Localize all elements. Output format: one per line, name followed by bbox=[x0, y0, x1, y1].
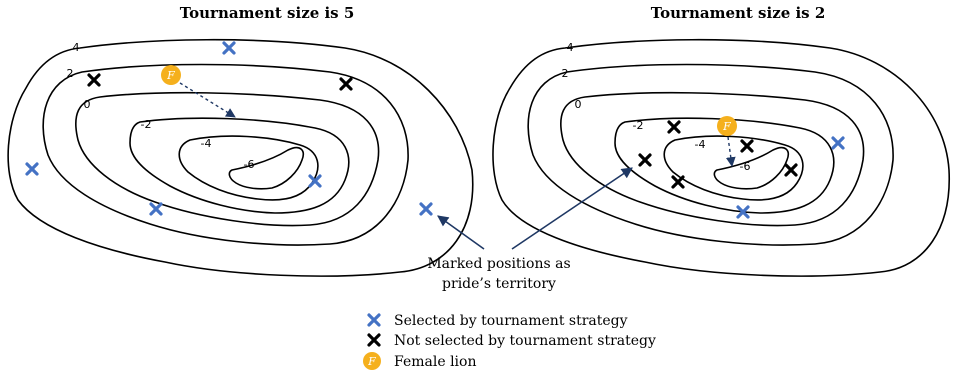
contour-label-2: 2 bbox=[67, 67, 74, 80]
contour-line-2 bbox=[42, 63, 409, 246]
not-selected-marker bbox=[339, 77, 353, 91]
contour-line-0 bbox=[560, 91, 865, 227]
panel-right: Tournament size is 2 4 2 0 -2 -4 -6 F bbox=[492, 4, 950, 277]
panel-left: Tournament size is 5 4 2 0 -2 -4 -6 F bbox=[7, 4, 474, 277]
selected-marker bbox=[25, 162, 39, 176]
female-move-arrow bbox=[179, 82, 236, 118]
annotation-line-1: Marked positions as bbox=[427, 256, 570, 272]
annotation-arrow-right bbox=[511, 167, 633, 250]
female-lion-icon: F bbox=[161, 65, 181, 85]
female-lion-icon: F bbox=[717, 116, 737, 136]
contour-label-minus-4: -4 bbox=[201, 137, 212, 150]
contour-line-minus-2 bbox=[614, 117, 835, 214]
legend-not-selected-label: Not selected by tournament strategy bbox=[394, 333, 656, 349]
selected-marker bbox=[831, 136, 845, 150]
contour-label-0: 0 bbox=[84, 98, 91, 111]
legend-female-label: Female lion bbox=[394, 354, 476, 370]
legend-selected-label: Selected by tournament strategy bbox=[394, 313, 628, 329]
contour-label-minus-6: -6 bbox=[740, 160, 751, 173]
contour-line-minus-4 bbox=[178, 135, 319, 201]
legend: Selected by tournament strategy Not sele… bbox=[363, 313, 656, 370]
contour-line-2 bbox=[527, 63, 894, 246]
not-selected-marker bbox=[87, 73, 101, 87]
not-selected-marker bbox=[638, 153, 652, 167]
contour-line-minus-6 bbox=[713, 146, 789, 190]
annotation-line-2: pride’s territory bbox=[442, 276, 556, 292]
female-move-arrow bbox=[725, 136, 736, 167]
panel-right-title: Tournament size is 2 bbox=[651, 4, 826, 22]
contour-label-2: 2 bbox=[562, 67, 569, 80]
contour-label-minus-2: -2 bbox=[141, 118, 152, 131]
not-selected-marker bbox=[740, 139, 754, 153]
annotation-arrow-left bbox=[437, 215, 485, 250]
not-selected-marker bbox=[667, 120, 681, 134]
selected-marker bbox=[419, 202, 433, 216]
female-lion-letter: F bbox=[166, 69, 175, 82]
contour-line-0 bbox=[75, 91, 380, 227]
legend-not-selected-icon bbox=[367, 333, 381, 347]
female-lion-letter: F bbox=[722, 120, 731, 133]
not-selected-marker bbox=[784, 163, 798, 177]
selected-marker bbox=[222, 41, 236, 55]
contour-label-0: 0 bbox=[575, 98, 582, 111]
legend-selected-icon bbox=[367, 313, 381, 327]
contour-line-minus-6 bbox=[228, 146, 304, 190]
contour-line-4 bbox=[7, 38, 474, 277]
contour-line-4 bbox=[492, 38, 950, 277]
contour-label-minus-4: -4 bbox=[695, 138, 706, 151]
legend-female-lion-icon: F bbox=[363, 352, 381, 370]
not-selected-marker bbox=[671, 175, 685, 189]
contour-label-minus-6: -6 bbox=[244, 158, 255, 171]
contour-label-4: 4 bbox=[73, 41, 80, 54]
contour-line-minus-2 bbox=[129, 117, 350, 214]
contour-label-4: 4 bbox=[567, 41, 574, 54]
panel-left-title: Tournament size is 5 bbox=[180, 4, 355, 22]
selected-marker bbox=[149, 202, 163, 216]
contour-label-minus-2: -2 bbox=[633, 119, 644, 132]
contour-line-minus-4 bbox=[663, 135, 804, 201]
legend-female-letter: F bbox=[367, 355, 376, 368]
